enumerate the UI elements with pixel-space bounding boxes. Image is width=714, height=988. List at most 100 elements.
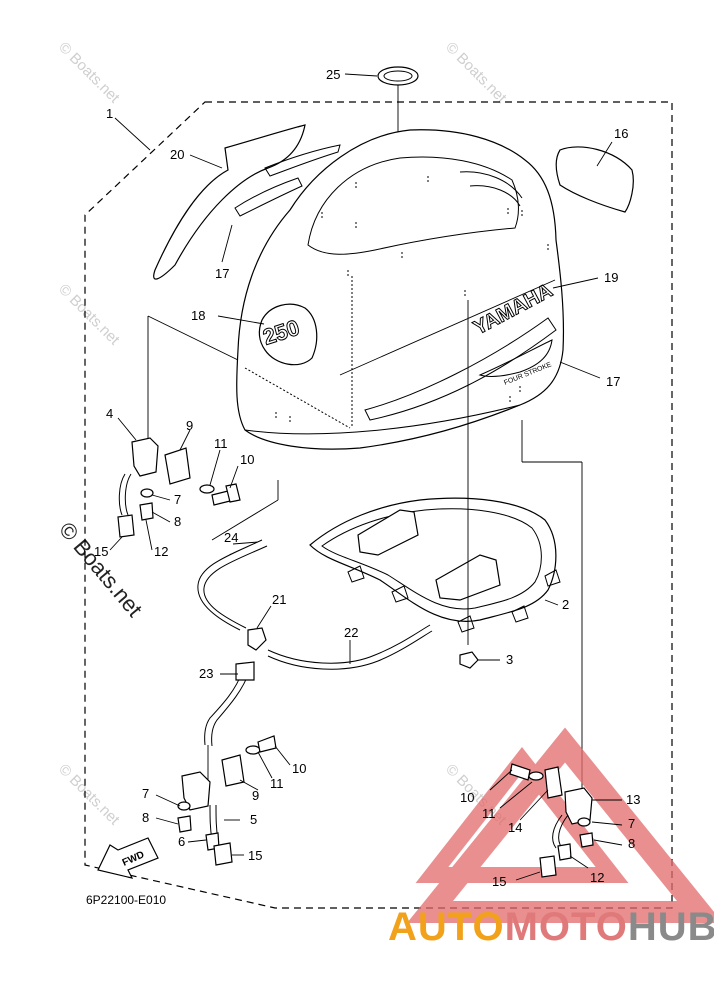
leader-line: [114, 117, 151, 151]
leader-line: [211, 499, 279, 541]
brand-logo-text: AUTOMOTOHUB: [388, 905, 714, 950]
grommet-inner: [383, 70, 413, 82]
cowling-top-ridge: [307, 156, 519, 255]
collar-part: [557, 843, 572, 861]
nut-part: [577, 817, 591, 827]
watermark: © Boats.net: [442, 39, 510, 107]
callout-11b: 11: [270, 776, 284, 791]
hook-rod: [118, 473, 126, 516]
leader-line: [596, 141, 613, 167]
leader-line: [151, 494, 171, 501]
watermark: © Boats.net: [55, 761, 123, 829]
callout-23: 23: [199, 666, 213, 681]
callout-6: 6: [178, 834, 185, 849]
cowling-stripe: [478, 339, 553, 377]
leader-line: [187, 839, 207, 843]
callout-15a: 15: [94, 544, 108, 559]
cowling-stripe: [364, 317, 557, 421]
leader-line: [151, 511, 171, 523]
callout-17b: 17: [606, 374, 620, 389]
side-panel-stripe: [234, 177, 303, 217]
brand-triangle-outer: [406, 727, 714, 923]
fwd-direction-arrow: FWD: [97, 837, 159, 879]
hole-line: [244, 367, 351, 429]
tray-inner-edge: [321, 508, 542, 610]
hook-plate-part: [164, 447, 191, 485]
nut-part: [177, 815, 192, 833]
callout-15b: 15: [248, 848, 262, 863]
callout-9a: 9: [186, 418, 193, 433]
callout-2: 2: [562, 597, 569, 612]
leader-line: [489, 769, 513, 791]
leader-line: [239, 779, 259, 791]
cowling-hole-markers: [244, 176, 549, 429]
hose-part: [211, 671, 250, 747]
leader-line: [209, 449, 221, 486]
leader-line: [221, 224, 233, 263]
callout-10c: 10: [460, 790, 474, 805]
leader-line: [189, 154, 223, 169]
assembly-boundary: [84, 101, 673, 909]
watermark: © Boats.net: [55, 281, 123, 349]
callout-12b: 12: [590, 870, 604, 885]
leader-line: [117, 417, 137, 441]
callout-17a: 17: [215, 266, 229, 281]
leader-line: [515, 871, 541, 881]
nut-part: [177, 801, 191, 811]
brand-logo-part: AUTO: [388, 905, 505, 949]
bolt-part: [257, 735, 277, 753]
callout-7a: 7: [174, 492, 181, 507]
callout-10a: 10: [240, 452, 254, 467]
callout-18: 18: [191, 308, 205, 323]
callout-22: 22: [344, 625, 358, 640]
leader-line: [591, 821, 623, 826]
nut-part: [459, 651, 479, 669]
hook-assembly-lower-left: [177, 735, 277, 866]
callout-numbers: 1 2 3 4 5 6 7 7 7 8 8 8 9 9 10 10 10 11 …: [94, 67, 640, 889]
leader-line: [217, 315, 265, 325]
side-panel-stripe: [264, 144, 341, 177]
hook-rod: [552, 814, 563, 849]
top-cowling-part: [236, 129, 565, 450]
callout-7c: 7: [628, 816, 635, 831]
joint-fitting-part: [247, 627, 267, 651]
bottom-tray-part: [309, 497, 557, 622]
bolt-head: [225, 483, 241, 503]
leader-line: [344, 73, 378, 77]
leader-line: [155, 817, 179, 825]
hook-plate-part: [544, 766, 563, 799]
callout-14: 14: [508, 820, 522, 835]
callout-9b: 9: [252, 788, 259, 803]
hook-assembly-upper-left: [117, 437, 241, 538]
callout-10b: 10: [292, 761, 306, 776]
callout-1: 1: [106, 106, 113, 121]
leader-line: [552, 277, 599, 289]
rear-panel-part: [555, 146, 634, 213]
hook-bracket-part: [564, 787, 593, 825]
callout-15c: 15: [492, 874, 506, 889]
leader-line: [569, 855, 589, 869]
leader-line: [559, 361, 601, 379]
tray-mount: [347, 565, 561, 633]
leader-line: [145, 519, 153, 551]
brand-logo-part: MOTO: [504, 905, 628, 949]
callout-3: 3: [506, 652, 513, 667]
watermark: © Boats.net: [55, 39, 123, 107]
callout-13: 13: [626, 792, 640, 807]
leader-line: [274, 745, 291, 766]
nut-part: [139, 502, 154, 521]
leader-line: [256, 605, 272, 629]
collar-part: [117, 514, 135, 538]
callout-5: 5: [250, 812, 257, 827]
leader-line: [339, 279, 556, 376]
washer-part: [199, 484, 215, 494]
hose-connector: [235, 661, 255, 681]
hose-part: [267, 624, 431, 664]
leader-line: [257, 751, 273, 779]
tray-duct: [357, 509, 419, 556]
nut-part: [579, 832, 594, 848]
hook-bracket-part: [181, 771, 211, 811]
brand-logo-part: HUB: [627, 905, 714, 949]
cowling-vent: [469, 185, 521, 207]
